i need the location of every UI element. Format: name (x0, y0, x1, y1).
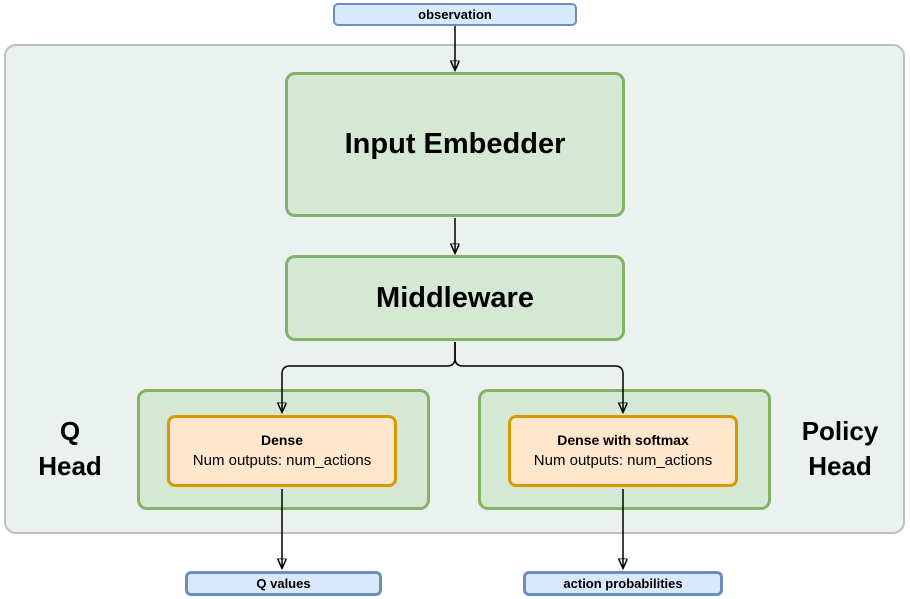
node-action-probabilities: action probabilities (523, 571, 723, 596)
action-probabilities-label: action probabilities (563, 576, 683, 591)
q-values-label: Q values (256, 576, 311, 591)
observation-label: observation (418, 7, 492, 22)
node-dense: Dense Num outputs: num_actions (167, 415, 397, 487)
input-embedder-label: Input Embedder (344, 128, 566, 160)
node-input-embedder: Input Embedder (285, 72, 625, 217)
dense-title: Dense (260, 432, 304, 448)
q-head-label: Q Head (20, 414, 120, 484)
policy-head-label: Policy Head (770, 414, 910, 484)
q-head-label-line2: Head (38, 451, 102, 481)
node-q-values: Q values (185, 571, 382, 596)
node-middleware: Middleware (285, 255, 625, 341)
dense-softmax-title: Dense with softmax (557, 432, 689, 448)
policy-head-label-line1: Policy (801, 416, 879, 446)
q-head-label-line1: Q (59, 416, 81, 446)
node-dense-softmax: Dense with softmax Num outputs: num_acti… (508, 415, 738, 487)
middleware-label: Middleware (376, 281, 534, 314)
node-observation: observation (333, 3, 577, 26)
dense-softmax-subtitle: Num outputs: num_actions (533, 452, 713, 469)
policy-head-label-line2: Head (808, 451, 872, 481)
dense-subtitle: Num outputs: num_actions (192, 452, 372, 469)
